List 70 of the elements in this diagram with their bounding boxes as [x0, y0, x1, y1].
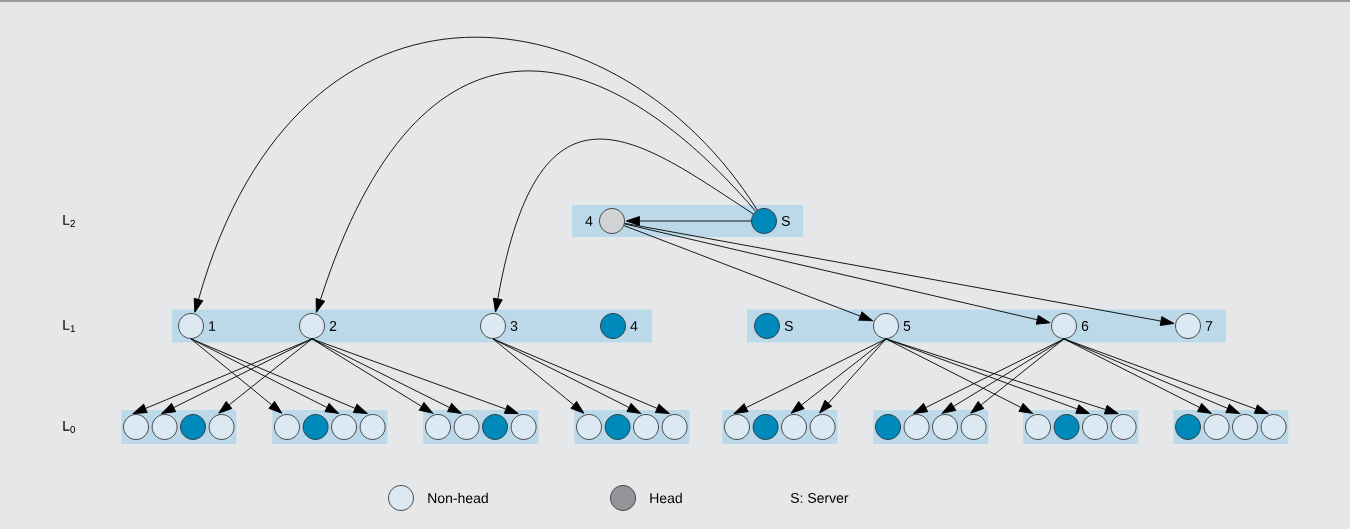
arrow	[190, 338, 283, 414]
node-label: 4	[585, 216, 593, 226]
legend-label: Head	[650, 492, 682, 504]
arrow	[492, 138, 754, 313]
node-label: 5	[903, 321, 911, 331]
node-circle	[453, 414, 480, 440]
node-circle	[1082, 414, 1108, 440]
node-circle	[604, 414, 631, 440]
layer-label: L$_{2}$	[63, 215, 75, 227]
node-circle	[1110, 414, 1137, 440]
arrow	[623, 225, 874, 322]
node-label: 1	[209, 321, 216, 331]
arrow	[193, 36, 758, 313]
arrow	[790, 338, 887, 414]
node-circle	[331, 414, 357, 440]
arrow	[913, 338, 1065, 414]
node-circle	[359, 414, 386, 440]
arrow	[311, 338, 462, 414]
node-circle	[151, 414, 178, 440]
node-circle	[633, 414, 659, 440]
arrow	[970, 338, 1065, 414]
arrow	[733, 338, 887, 414]
layer-label: L$_{1}$	[63, 320, 75, 332]
node-circle	[302, 414, 329, 440]
arrow	[218, 338, 313, 414]
node-circle	[180, 414, 206, 440]
key-note: S: Server	[790, 493, 849, 503]
arrow	[315, 70, 757, 313]
arrow	[625, 216, 752, 226]
node-label: S	[784, 321, 793, 331]
node-circle	[875, 414, 901, 440]
node-circle	[208, 414, 235, 440]
arrow	[161, 338, 313, 414]
node-circle	[510, 414, 537, 440]
node-label: 7	[1205, 321, 1213, 331]
node-circle	[809, 414, 836, 440]
node-circle	[1025, 414, 1051, 440]
node-label: S	[781, 216, 790, 226]
node-circle	[123, 414, 149, 440]
node-circle	[781, 414, 807, 440]
arrow	[819, 338, 887, 414]
node-circle	[576, 414, 602, 440]
node-label: 3	[510, 321, 518, 331]
node-label: 4	[630, 321, 638, 331]
node-circle	[1175, 414, 1201, 440]
arrow	[624, 222, 1175, 326]
arrow	[311, 338, 434, 414]
node-circle	[903, 414, 930, 440]
node-circle	[752, 414, 779, 440]
node-circle	[1232, 414, 1258, 440]
node-circle	[1053, 414, 1080, 440]
node-circle	[274, 414, 300, 440]
node-circle	[482, 414, 508, 440]
node-label: 2	[329, 321, 337, 331]
node-circle	[960, 414, 987, 440]
node-label: 6	[1081, 321, 1089, 331]
node-circle	[661, 414, 688, 440]
node-circle	[724, 414, 750, 440]
node-circle	[1203, 414, 1230, 440]
node-circle	[932, 414, 958, 440]
layer-label: L$_{0}$	[63, 421, 76, 433]
arrow	[190, 338, 368, 414]
arrow	[624, 223, 1051, 325]
arrow	[492, 338, 585, 414]
node-circle	[425, 414, 451, 440]
node-circle	[1260, 414, 1287, 440]
arrow	[311, 338, 519, 415]
arrow	[492, 338, 670, 414]
legend-label: Non-head	[428, 492, 488, 504]
arrow	[885, 338, 1034, 414]
